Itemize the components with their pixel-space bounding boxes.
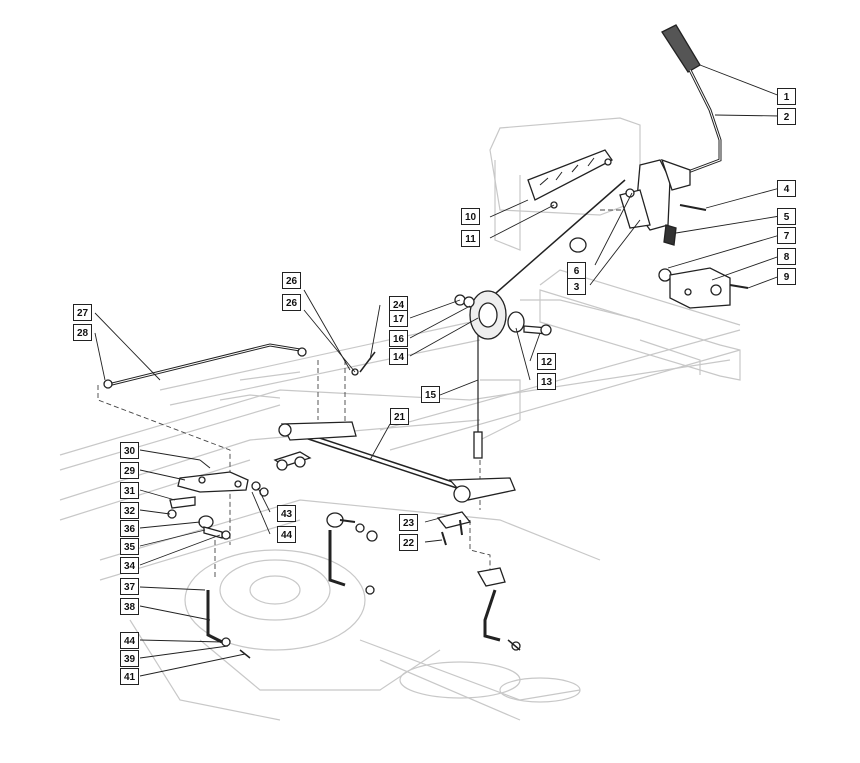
callout-label: 34 xyxy=(120,557,139,574)
callout-label: 6 xyxy=(567,262,586,279)
parts xyxy=(103,24,749,659)
callout-label: 32 xyxy=(120,502,139,519)
callout-label: 10 xyxy=(461,208,480,225)
cable xyxy=(487,179,626,301)
callout-label: 5 xyxy=(777,208,796,225)
middle-hanger-rod xyxy=(328,530,346,587)
callout-label: 15 xyxy=(421,386,440,403)
callout-label: 22 xyxy=(399,534,418,551)
callout-label: 16 xyxy=(389,330,408,347)
left-hanger-rod xyxy=(206,590,223,644)
callout-label: 8 xyxy=(777,248,796,265)
callout-label: 37 xyxy=(120,578,139,595)
callout-label: 35 xyxy=(120,538,139,555)
callout-label: 44 xyxy=(277,526,296,543)
lift-arm xyxy=(177,471,249,493)
callout-label: 9 xyxy=(777,268,796,285)
callout-label: 27 xyxy=(73,304,92,321)
callout-label: 26 xyxy=(282,294,301,311)
callout-label: 31 xyxy=(120,482,139,499)
support-plate xyxy=(669,267,731,309)
callout-label: 2 xyxy=(777,108,796,125)
chassis-frame xyxy=(59,117,741,721)
callout-label: 17 xyxy=(389,310,408,327)
adjustment-bracket xyxy=(527,149,613,201)
callout-label: 30 xyxy=(120,442,139,459)
callout-label: 44 xyxy=(120,632,139,649)
callout-label: 14 xyxy=(389,348,408,365)
callout-label: 38 xyxy=(120,598,139,615)
callout-label: 29 xyxy=(120,462,139,479)
callout-label: 39 xyxy=(120,650,139,667)
callout-label: 4 xyxy=(777,180,796,197)
callout-label: 12 xyxy=(537,353,556,370)
callout-label: 1 xyxy=(777,88,796,105)
leader-lines xyxy=(94,64,781,677)
callout-label: 11 xyxy=(461,230,480,247)
lever-grip xyxy=(661,24,701,73)
callout-label: 21 xyxy=(390,408,409,425)
right-hanger-rod xyxy=(483,589,501,642)
callout-label: 7 xyxy=(777,227,796,244)
callout-label: 36 xyxy=(120,520,139,537)
callout-label: 43 xyxy=(277,505,296,522)
callout-label: 23 xyxy=(399,514,418,531)
link-rod xyxy=(107,343,301,387)
callout-label: 26 xyxy=(282,272,301,289)
callout-label: 28 xyxy=(73,324,92,341)
callout-label: 13 xyxy=(537,373,556,390)
callout-label: 3 xyxy=(567,278,586,295)
callout-label: 41 xyxy=(120,668,139,685)
